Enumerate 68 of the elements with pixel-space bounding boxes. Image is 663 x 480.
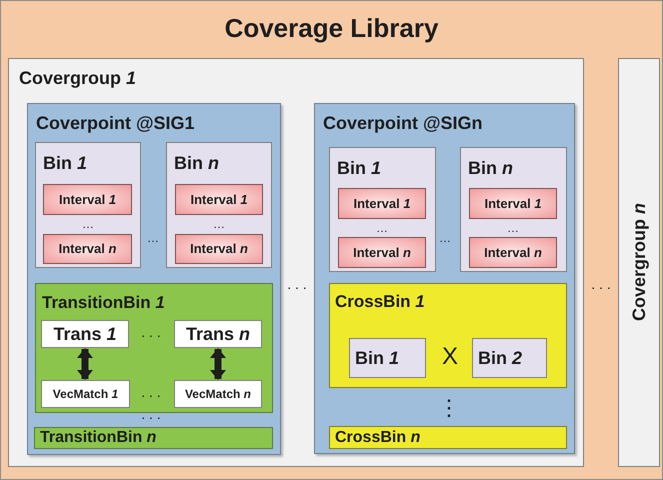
panel-heading: Coverpoint @SIG1: [36, 112, 195, 135]
box-label: Trans 1: [53, 322, 117, 346]
box-label: Interval 1: [58, 190, 116, 209]
ellipsis: …: [439, 232, 451, 244]
interval-box: [469, 237, 557, 268]
bin-box: [329, 147, 436, 272]
interval-box: [43, 234, 132, 264]
ellipsis: …: [376, 222, 388, 234]
box-label: VecMatch 1: [52, 386, 118, 403]
trans-box: [41, 320, 129, 348]
vecmatch-box: [174, 380, 262, 408]
bar-label: CrossBin n: [334, 428, 420, 448]
bin-box: [460, 147, 567, 272]
covergroup-panel: [8, 58, 584, 467]
ellipsis: …: [213, 218, 225, 230]
box-label: Interval n: [190, 240, 248, 258]
panel-heading: TransitionBin 1: [42, 292, 165, 314]
double-arrow: [80, 348, 90, 380]
coverpoint-panel: [314, 103, 575, 454]
box-heading: Bin n: [174, 152, 219, 175]
box-heading: Bin n: [468, 157, 513, 180]
title: Coverage Library: [224, 12, 440, 45]
vecmatch-box: [41, 380, 130, 408]
crossbin-panel: [329, 283, 567, 388]
ellipsis: …: [147, 232, 159, 244]
bin-box: [166, 142, 272, 268]
interval-box: [338, 188, 426, 219]
ellipsis: …: [82, 218, 94, 230]
ellipsis: . . .: [141, 407, 161, 421]
panel-heading: CrossBin 1: [335, 291, 425, 313]
interval-box: [338, 237, 426, 268]
covergroup-panel: [618, 58, 660, 467]
ellipsis: . . .: [591, 277, 611, 291]
interval-box: [469, 188, 557, 219]
box-label: Trans n: [186, 322, 250, 346]
box-label: Bin 1: [354, 346, 400, 370]
transition-bin-panel: [35, 283, 273, 413]
box-heading: Bin 1: [337, 157, 382, 180]
box-label: Interval 1: [353, 194, 411, 213]
coverpoint-panel: [27, 103, 281, 455]
crossbin-bar: [329, 426, 567, 449]
box-label: Interval n: [353, 244, 411, 262]
bin-box: [349, 338, 426, 378]
ellipsis: . . .: [141, 325, 161, 339]
box-label: Interval 1: [484, 194, 542, 213]
bar-label: TransitionBin n: [39, 428, 156, 448]
ellipsis: ⋮: [438, 397, 460, 419]
panel-heading: Coverpoint @SIGn: [323, 112, 483, 135]
bin-box: [472, 338, 547, 378]
box-label: Interval n: [58, 240, 116, 258]
box-heading: Bin 1: [43, 152, 88, 175]
ellipsis: …: [507, 222, 519, 234]
trans-box: [174, 320, 262, 348]
interval-box: [175, 234, 263, 264]
ellipsis: . . .: [141, 385, 161, 399]
interval-box: [43, 184, 132, 215]
box-label: Bin 2: [477, 346, 522, 370]
panel-heading: Covergroup n: [628, 203, 650, 322]
interval-box: [175, 184, 263, 215]
cross-symbol: X: [442, 345, 458, 369]
double-arrow: [213, 348, 223, 380]
transition-bin-bar: [34, 427, 273, 449]
panel-heading: Covergroup 1: [19, 67, 136, 90]
bin-box: [35, 142, 141, 268]
box-label: Interval 1: [190, 190, 248, 209]
box-label: Interval n: [484, 244, 542, 262]
box-label: VecMatch n: [184, 386, 252, 403]
ellipsis: . . .: [287, 277, 307, 291]
